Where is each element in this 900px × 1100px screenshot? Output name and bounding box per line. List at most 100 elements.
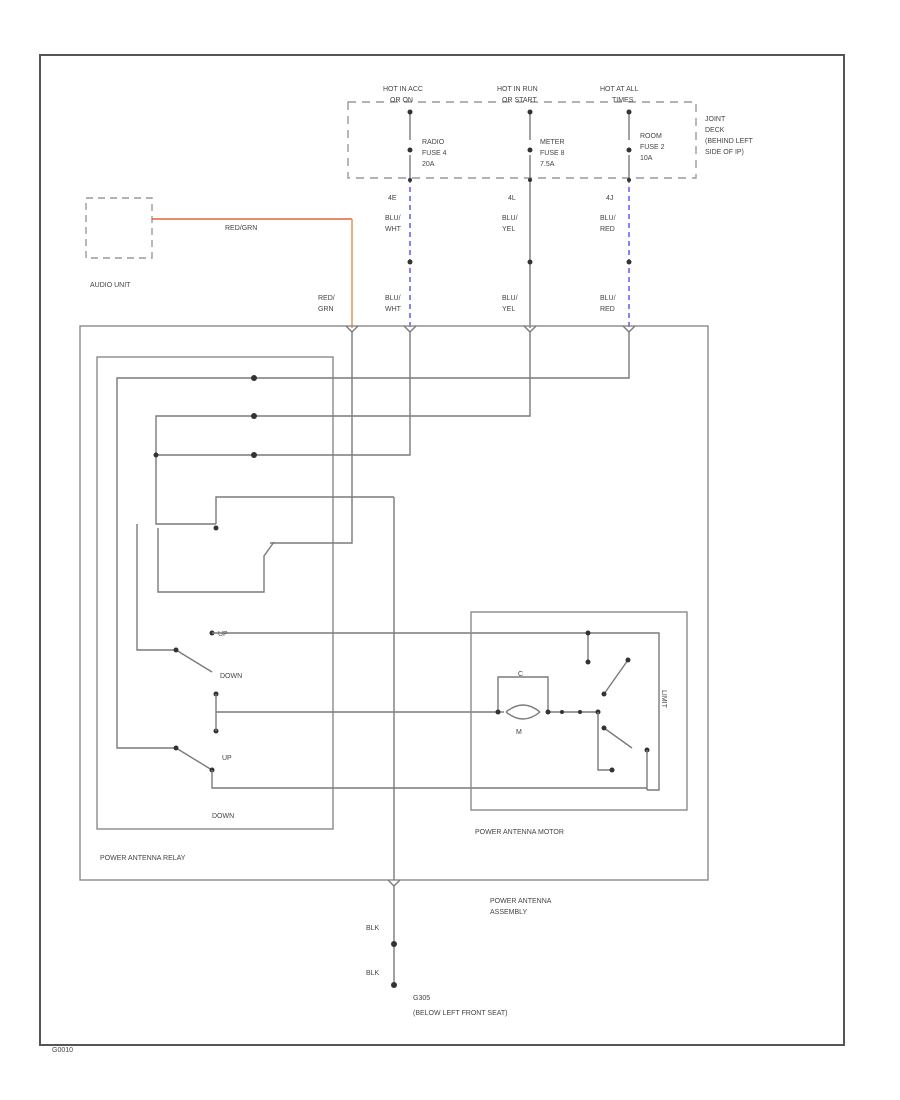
limit-switch-pivot (585, 659, 591, 665)
limit-switch-top-node (585, 630, 591, 636)
wire-red-grn-2: GRN (318, 306, 334, 313)
wire-blu-red-lower-1: BLU/ (600, 295, 616, 302)
wire-blu-wht-lower-2: WHT (385, 306, 402, 313)
switch-up-pivot (173, 745, 179, 751)
motor-arc-top (505, 704, 541, 713)
audio-wire-label: RED/GRN (225, 225, 257, 232)
relay-terminal-1 (251, 375, 257, 381)
run-source-line2: OR START (502, 97, 537, 104)
wire-red-grn-1: RED/ (318, 295, 335, 302)
switch-up-blade (175, 747, 213, 771)
wire-blu-red-upper-2: RED (600, 226, 615, 233)
audio-trigger-wire (270, 332, 353, 544)
meter-feed-wire (155, 332, 531, 455)
room-fuse-symbol (626, 147, 632, 153)
joint-box (347, 101, 697, 179)
relay-coil-node (213, 525, 219, 531)
meter-fuse-symbol (527, 147, 533, 153)
audio-unit-label: AUDIO UNIT (90, 282, 131, 289)
acc-node (407, 109, 413, 115)
ground-id: G305 (413, 995, 430, 1002)
limit-label: LIMIT (660, 690, 667, 709)
motor-node-1 (560, 710, 564, 714)
all-source-line1: HOT AT ALL (600, 86, 639, 93)
room-feed-wire (116, 332, 630, 749)
assembly-label-line2: ASSEMBLY (490, 909, 528, 916)
motor-node-2 (578, 710, 582, 714)
limit-switch-blade-lower (603, 727, 633, 749)
power-antenna-motor-box (470, 611, 688, 811)
wire-blu-wht-upper-2: WHT (385, 226, 402, 233)
switch-up-label: UP (222, 755, 232, 762)
pin-4l: 4L (508, 195, 516, 202)
switch-down-label: DOWN (220, 673, 242, 680)
power-antenna-relay-box (96, 356, 334, 830)
joint-box-line1: JOINT (705, 116, 726, 123)
motor-terminal-right (545, 709, 551, 715)
meter-fuse-line2: FUSE 8 (540, 150, 565, 157)
joint-box-line2: DECK (705, 127, 725, 134)
pin-4j: 4J (606, 195, 613, 202)
relay-terminal-2 (251, 413, 257, 419)
relay-coil-left (136, 524, 176, 651)
motor-brush-loop (497, 676, 549, 712)
wire-blu-red-upper-1: BLU/ (600, 215, 616, 222)
all-node (626, 109, 632, 115)
radio-fuse-symbol (407, 147, 413, 153)
radio-fuse-line2: FUSE 4 (422, 150, 447, 157)
motor-symbol: M (516, 729, 522, 736)
ground-wire-label-1: BLK (366, 925, 380, 932)
radio-fuse-line3: 20A (422, 161, 435, 168)
splice-blu-wht (407, 259, 413, 265)
meter-fuse-line3: 7.5A (540, 161, 555, 168)
pin-4e-dot (408, 178, 412, 182)
motor-arc-bottom (505, 711, 541, 720)
room-fuse-line2: FUSE 2 (640, 144, 665, 151)
relay-label: POWER ANTENNA RELAY (100, 855, 186, 862)
ground-point (391, 982, 397, 988)
pin-4j-dot (627, 178, 631, 182)
relay-coil-top (215, 496, 394, 524)
radio-feed-wire (156, 332, 411, 456)
switch-top-label: UP (218, 631, 228, 638)
ground-wire-label-2: BLK (366, 970, 380, 977)
splice-blu-red (626, 259, 632, 265)
switch-down-blade (175, 649, 213, 673)
pin-4l-dot (528, 178, 532, 182)
motor-label: POWER ANTENNA MOTOR (475, 829, 564, 836)
relay-coil-body (157, 528, 275, 593)
joint-box-line4: SIDE OF IP) (705, 149, 744, 156)
wire-blu-yel-upper-2: YEL (502, 226, 515, 233)
ground-splice-1 (391, 941, 397, 947)
switch-down-pivot (173, 647, 179, 653)
audio-unit-box (85, 197, 153, 259)
wire-blu-wht-upper-1: BLU/ (385, 215, 401, 222)
all-source-line2: TIMES (612, 97, 634, 104)
limit-switch-upper-contact (625, 657, 631, 663)
run-node (527, 109, 533, 115)
ground-location: (BELOW LEFT FRONT SEAT) (413, 1010, 508, 1017)
assembly-label-line1: POWER ANTENNA (490, 898, 552, 905)
room-fuse-line1: ROOM (640, 133, 662, 140)
limit-switch-blade-upper (603, 659, 629, 695)
wire-blu-yel-lower-1: BLU/ (502, 295, 518, 302)
relay-junction (153, 452, 159, 458)
motor-return (211, 770, 647, 789)
ground-connector (387, 879, 401, 887)
motor-terminal-left (495, 709, 501, 715)
acc-source-line1: HOT IN ACC (383, 86, 423, 93)
coil-feed-wire (155, 455, 216, 525)
run-source-line1: HOT IN RUN (497, 86, 538, 93)
limit-switch-upper-pivot (601, 691, 607, 697)
wire-blu-red-lower-2: RED (600, 306, 615, 313)
meter-fuse-line1: METER (540, 139, 565, 146)
room-fuse-line3: 10A (640, 155, 653, 162)
motor-loop-mark: C (518, 671, 523, 678)
joint-box-line3: (BEHIND LEFT (705, 138, 754, 145)
wire-blu-yel-lower-2: YEL (502, 306, 515, 313)
relay-down-label: DOWN (212, 813, 234, 820)
limit-switch-lower-contact (609, 767, 615, 773)
splice-blu-yel (527, 259, 533, 265)
relay-terminal-3 (251, 452, 257, 458)
